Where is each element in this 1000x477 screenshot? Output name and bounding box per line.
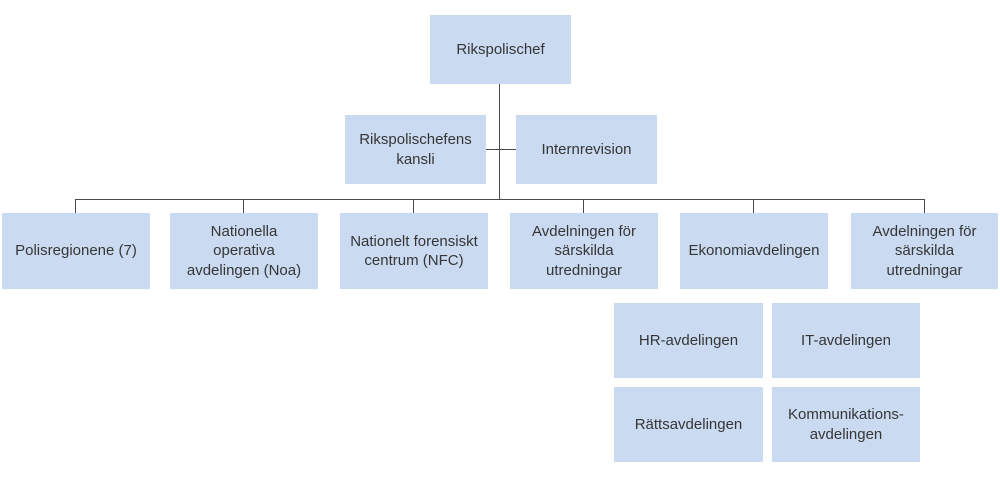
connector-departments-rail xyxy=(75,199,925,200)
connector-drop-polisregionene xyxy=(75,199,76,213)
org-node-nfc: Nationelt forensiskt centrum (NFC) xyxy=(340,213,488,289)
connector-staff-crossbar xyxy=(486,149,516,150)
org-node-ekonomiavdelingen: Ekonomiavdelingen xyxy=(680,213,828,289)
connector-drop-nfc xyxy=(413,199,414,213)
org-node-noa: Nationella operativa avdelingen (Noa) xyxy=(170,213,318,289)
org-node-kommunikationsavdelingen: Kommunikations- avdelingen xyxy=(772,387,920,462)
org-node-internrevision: Internrevision xyxy=(516,115,657,184)
connector-drop-noa xyxy=(243,199,244,213)
connector-drop-sarskilda-2 xyxy=(924,199,925,213)
org-node-rikspolischefens-kansli: Rikspolischefens kansli xyxy=(345,115,486,184)
org-node-rattsavdelingen: Rättsavdelingen xyxy=(614,387,763,462)
connector-drop-sarskilda-1 xyxy=(583,199,584,213)
org-node-hr-avdelingen: HR-avdelingen xyxy=(614,303,763,378)
org-node-it-avdelingen: IT-avdelingen xyxy=(772,303,920,378)
connector-drop-ekonomi xyxy=(753,199,754,213)
org-node-polisregionene: Polisregionene (7) xyxy=(2,213,150,289)
org-node-sarskilda-utredningar-1: Avdelningen för särskilda utredningar xyxy=(510,213,658,289)
connector-root-stem xyxy=(499,84,500,199)
org-node-sarskilda-utredningar-2: Avdelningen för särskilda utredningar xyxy=(851,213,998,289)
org-node-rikspolischef: Rikspolischef xyxy=(430,15,571,84)
